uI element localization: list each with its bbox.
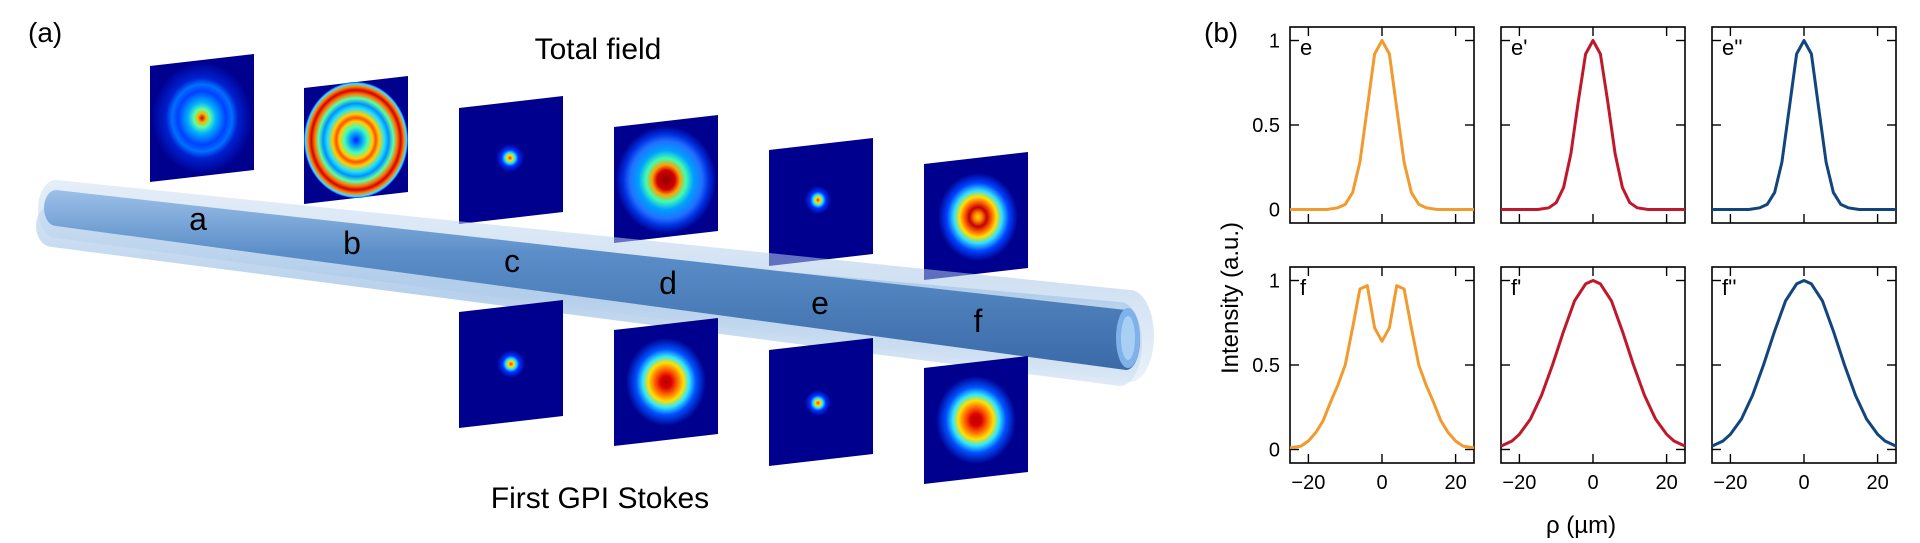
plot-ep: e' [1500, 26, 1686, 224]
map-stokes-d [614, 318, 718, 446]
y-axis-label: Intensity (a.u.) [1217, 222, 1244, 374]
plot-fp: −20 0 20 f' [1500, 266, 1686, 494]
plot-label: e' [1511, 35, 1527, 60]
plot-label: f [1300, 275, 1307, 300]
x-axis-label: ρ (µm) [1546, 512, 1616, 539]
map-stokes-c [459, 300, 563, 428]
series-line [1711, 279, 1897, 448]
first-gpi-stokes-title: First GPI Stokes [491, 482, 709, 515]
y-tick-label: 1 [1269, 271, 1280, 293]
position-label-a: a [189, 201, 207, 237]
plot-label: e'' [1722, 35, 1743, 60]
panel-b-label: (b) [1204, 17, 1238, 48]
panel-a-label: (a) [28, 17, 62, 48]
y-tick-label: 0.5 [1252, 115, 1280, 137]
plot-label: f' [1511, 275, 1521, 300]
map-total-f [924, 152, 1028, 280]
y-tick-label: 0 [1269, 439, 1280, 461]
series-line [1500, 279, 1686, 448]
stokes-maps [459, 300, 1028, 484]
map-total-d [614, 115, 718, 243]
series-line [1290, 39, 1474, 211]
map-total-a [150, 54, 254, 182]
position-label-f: f [974, 303, 983, 339]
position-label-c: c [504, 243, 520, 279]
map-stokes-f [924, 356, 1028, 484]
position-label-e: e [811, 285, 829, 321]
plot-frame [1289, 26, 1475, 224]
map-stokes-e [769, 338, 873, 466]
plot-frame [1289, 266, 1475, 464]
x-tick-label: 20 [1655, 472, 1677, 494]
y-tick-label: 0 [1269, 199, 1280, 221]
map-total-e [769, 138, 873, 266]
x-tick-label: −20 [1502, 472, 1536, 494]
position-label-d: d [659, 265, 677, 301]
y-tick-label: 0.5 [1252, 355, 1280, 377]
total-field-maps [150, 54, 1028, 280]
plot-fpp: −20 0 20 f'' [1711, 266, 1897, 494]
plot-label: f'' [1722, 275, 1737, 300]
x-tick-label: 20 [1866, 472, 1888, 494]
x-tick-label: 20 [1444, 472, 1466, 494]
map-total-c [459, 96, 563, 224]
plot-epp: e'' [1711, 26, 1897, 224]
x-tick-label: −20 [1291, 472, 1325, 494]
x-tick-label: 0 [1587, 472, 1598, 494]
plot-frame [1711, 266, 1897, 464]
x-tick-label: 0 [1798, 472, 1809, 494]
position-label-b: b [343, 225, 361, 261]
y-tick-label: 1 [1269, 31, 1280, 53]
total-field-title: Total field [535, 33, 662, 66]
plot-label: e [1300, 35, 1312, 60]
position-labels: a b c d e f [189, 201, 982, 339]
x-tick-label: 0 [1376, 472, 1387, 494]
series-line [1712, 39, 1896, 211]
plot-frame [1500, 26, 1686, 224]
series-line [1289, 284, 1475, 450]
x-tick-label: −20 [1713, 472, 1747, 494]
map-total-b [304, 76, 408, 204]
panel-a: (a) Total field First GPI Stokes [28, 17, 1154, 515]
plot-frame [1500, 266, 1686, 464]
series-line [1501, 39, 1685, 211]
